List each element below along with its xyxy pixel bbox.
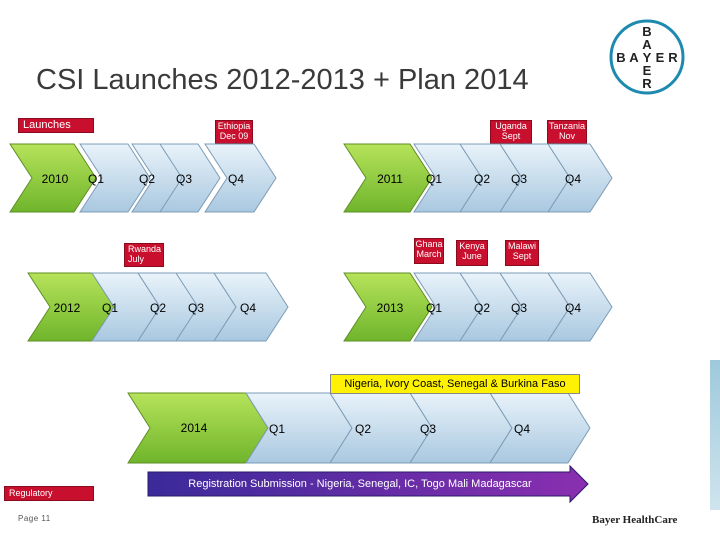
brand-footer: Bayer HealthCare: [592, 514, 678, 526]
timeline-2010: 2010 Q1 Q2 Q3 Q4: [9, 143, 277, 213]
timeline-2014: 2014 Q1 Q2 Q3 Q4: [127, 392, 591, 464]
bayer-logo: B A B A Y E R E R: [609, 19, 685, 95]
event-country: Kenya: [459, 241, 485, 251]
year-label: 2013: [377, 301, 404, 315]
event-date: March: [416, 249, 442, 260]
logo-letter: B: [616, 50, 625, 65]
event-country: Malawi: [507, 241, 536, 251]
year-chevron: [343, 272, 433, 342]
quarter-label: Q4: [514, 422, 530, 436]
year-label: 2010: [42, 172, 69, 186]
year-chevron: [9, 143, 97, 213]
quarter-chevron: [204, 143, 277, 213]
quarter-label: Q1: [88, 172, 104, 186]
quarter-label: Q4: [228, 172, 244, 186]
logo-letter: E: [656, 50, 665, 65]
quarter-chevron: [79, 143, 151, 213]
quarter-label: Q4: [565, 301, 581, 315]
quarter-label: Q1: [426, 172, 442, 186]
event-date: July: [128, 254, 145, 265]
page-number: Page 11: [18, 514, 51, 523]
logo-letter: B: [642, 24, 651, 39]
year-chevron: [343, 143, 433, 213]
event-rwanda: Rwanda July: [124, 243, 164, 267]
quarter-label: Q2: [474, 172, 490, 186]
regulatory-label: Regulatory: [4, 486, 94, 501]
quarter-chevron: [213, 272, 289, 342]
event-ghana: Ghana March: [414, 238, 444, 264]
logo-letter: A: [642, 37, 652, 52]
event-date: Dec 09: [219, 131, 249, 142]
quarter-label: Q1: [102, 301, 118, 315]
year-label: 2012: [54, 301, 81, 315]
event-country: Ethiopia: [217, 121, 251, 131]
regulatory-arrow: [147, 464, 589, 504]
quarter-label: Q1: [426, 301, 442, 315]
year-label: 2014: [181, 421, 208, 435]
event-date: Nov: [558, 131, 575, 142]
quarter-chevron: [547, 143, 613, 213]
logo-letter: R: [668, 50, 678, 65]
timeline-2013: 2013 Q1 Q2 Q3 Q4: [343, 272, 613, 342]
quarter-label: Q2: [355, 422, 371, 436]
event-country: Uganda: [495, 121, 527, 131]
quarter-label: Q2: [474, 301, 490, 315]
event-country: Rwanda: [128, 244, 162, 254]
quarter-label: Q1: [269, 422, 285, 436]
event-country: Tanzania: [548, 121, 586, 131]
regulatory-arrow-text: Registration Submission - Nigeria, Seneg…: [188, 478, 532, 490]
quarter-label: Q2: [139, 172, 155, 186]
logo-letter: Y: [643, 50, 652, 65]
logo-letter: E: [643, 63, 652, 78]
page-title: CSI Launches 2012-2013 + Plan 2014: [36, 64, 529, 96]
logo-letter: R: [642, 76, 652, 91]
quarter-label: Q3: [420, 422, 436, 436]
quarter-label: Q3: [176, 172, 192, 186]
quarter-label: Q4: [240, 301, 256, 315]
event-date: June: [462, 251, 482, 262]
event-kenya: Kenya June: [456, 240, 488, 266]
year-label: 2011: [377, 172, 403, 186]
quarter-chevron: [547, 272, 613, 342]
event-date: Sept: [501, 131, 521, 142]
quarter-label: Q4: [565, 172, 581, 186]
decorative-side-stripe: [710, 360, 720, 510]
plan-2014-header: Nigeria, Ivory Coast, Senegal & Burkina …: [330, 374, 580, 394]
quarter-label: Q3: [511, 301, 527, 315]
logo-letter: A: [629, 50, 639, 65]
event-ethiopia: Ethiopia Dec 09: [215, 120, 253, 144]
timeline-2011: 2011 Q1 Q2 Q3 Q4: [343, 143, 613, 213]
event-country: Ghana: [415, 239, 443, 249]
event-malawi: Malawi Sept: [505, 240, 539, 266]
quarter-label: Q3: [511, 172, 527, 186]
quarter-label: Q2: [150, 301, 166, 315]
quarter-label: Q3: [188, 301, 204, 315]
event-date: Sept: [512, 251, 532, 262]
timeline-2012: 2012 Q1 Q2 Q3 Q4: [27, 272, 289, 342]
quarter-chevron: [159, 143, 221, 213]
launches-label: Launches: [18, 118, 94, 133]
